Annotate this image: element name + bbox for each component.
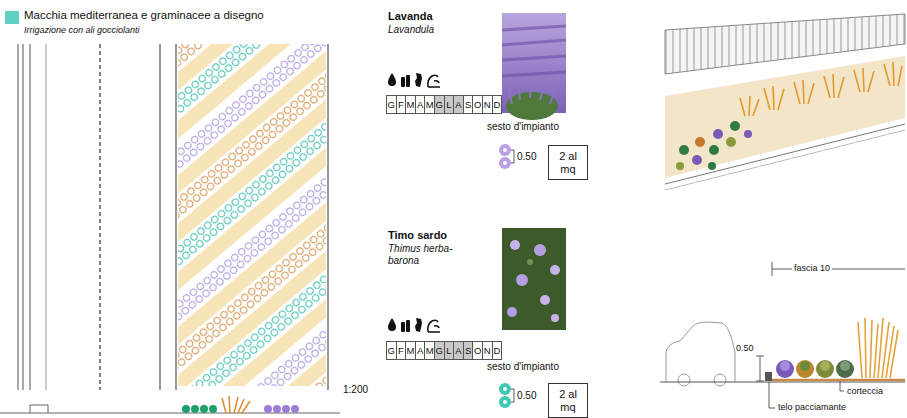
plant-latin: Thimus herba-barona [388, 243, 468, 266]
plant-name: Timo sardo [388, 229, 447, 242]
plant-latin: Lavandula [388, 24, 434, 36]
spacing-value: 0.50 [517, 390, 536, 402]
density-box: 2 al mq [548, 383, 588, 418]
density-text: 2 al mq [554, 150, 582, 176]
material-label: corteccia [847, 386, 883, 396]
month-cell: D [492, 95, 503, 114]
dimension-label: fascia 10 [792, 263, 832, 273]
scale-label: 1:200 [343, 384, 368, 396]
spacing-title: sesto d'impianto [487, 361, 559, 373]
density-box: 2 al mq [548, 145, 588, 180]
density-text: 2 al mq [554, 388, 582, 414]
material-label: telo pacciamante [778, 402, 846, 412]
spacing-title: sesto d'impianto [487, 121, 559, 133]
spacing-value: 0.50 [517, 151, 536, 163]
legend-swatch [5, 11, 19, 24]
dimension-label: 0.50 [736, 343, 754, 353]
month-cell: D [492, 341, 503, 360]
legend-note: Irrigazione con ali gocciolanti [24, 25, 140, 35]
legend-text: Macchia mediterranea e graminacee a dise… [24, 9, 264, 22]
plant-name: Lavanda [388, 10, 433, 23]
